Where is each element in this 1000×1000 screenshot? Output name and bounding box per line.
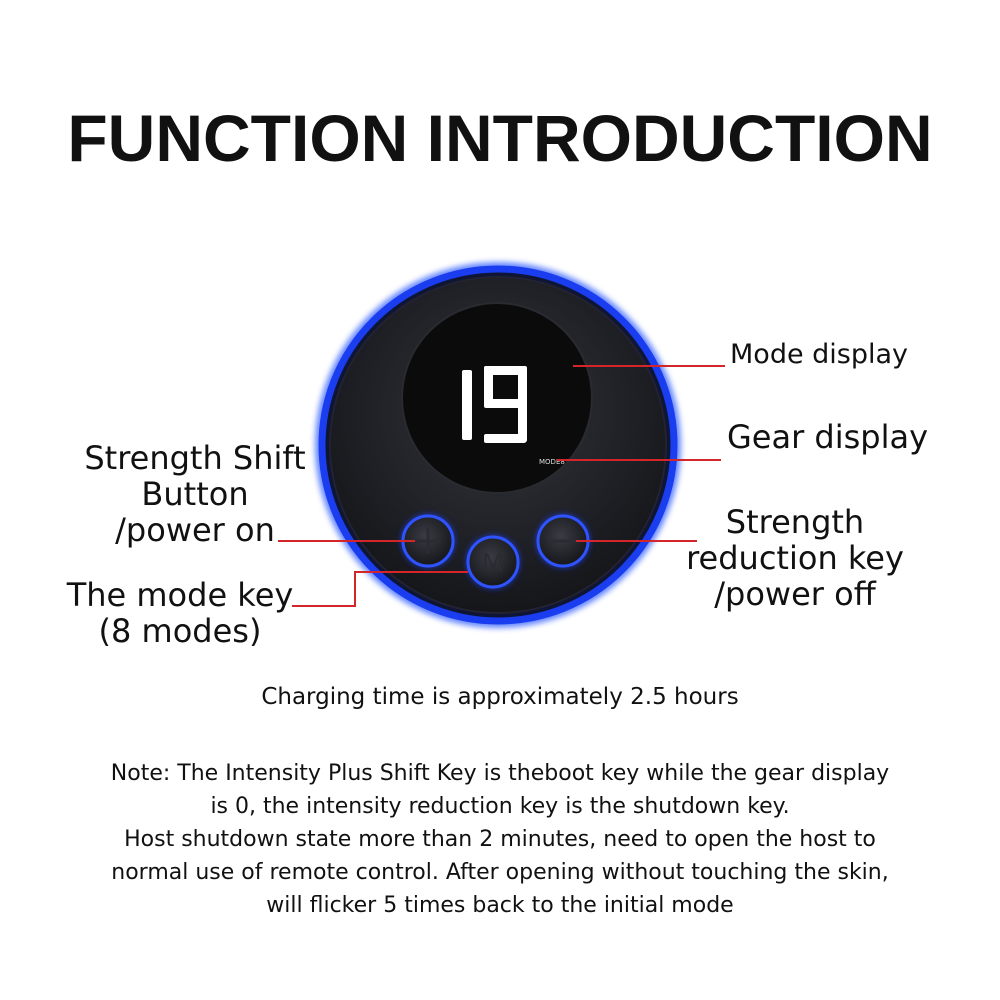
- mode-button[interactable]: M: [466, 535, 520, 589]
- plus-button[interactable]: [401, 514, 455, 568]
- label-gear-display: Gear display: [727, 418, 929, 456]
- label-strength-reduction: Strength reduction key /power off: [686, 503, 904, 613]
- usage-note: Note: The Intensity Plus Shift Key is th…: [110, 761, 890, 918]
- leader-lines: [278, 365, 725, 607]
- mode-display-screen: [401, 302, 593, 494]
- label-mode-display: Mode display: [730, 339, 909, 370]
- gear-digits: [462, 366, 527, 443]
- page-title: FUNCTION INTRODUCTION: [67, 101, 933, 175]
- label-mode-key: The mode key (8 modes): [66, 576, 294, 650]
- minus-button[interactable]: [536, 514, 590, 568]
- leader-mode-key: [292, 571, 468, 607]
- mode-sub-label: MODE8: [539, 458, 565, 466]
- svg-text:M: M: [482, 549, 504, 579]
- charging-time-text: Charging time is approximately 2.5 hours: [261, 684, 739, 710]
- label-strength-shift: Strength Shift Button /power on: [84, 439, 306, 549]
